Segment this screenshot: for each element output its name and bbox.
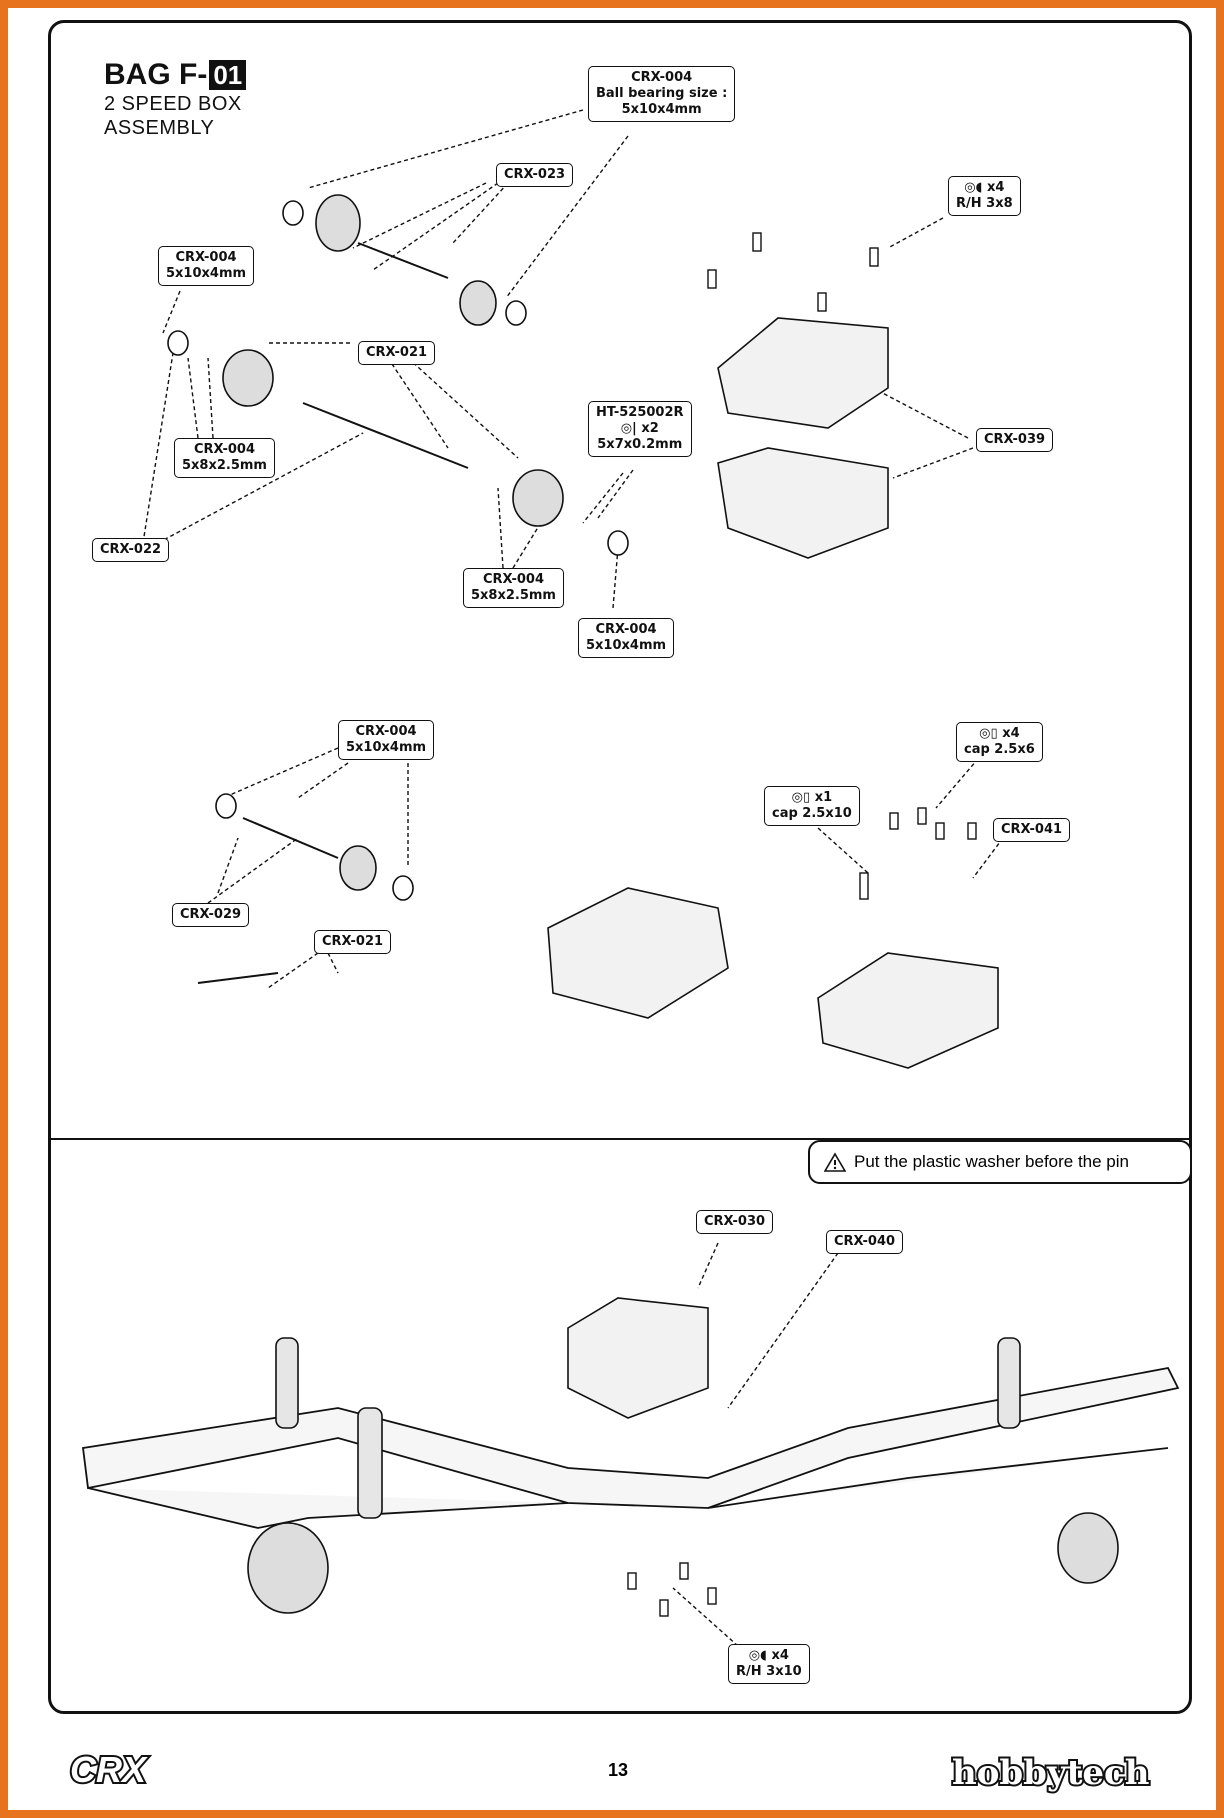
chassis (81, 1366, 1180, 1529)
page-frame (48, 20, 1192, 1714)
axles (247, 1512, 1119, 1614)
hobbytech-logo-text: hobbytech (952, 1753, 1149, 1793)
screw-head-icon: ◎◖ (964, 180, 983, 195)
leader-lines (142, 109, 1004, 1647)
label-crx041: CRX-041 (993, 818, 1071, 842)
hobbytech-logo: hobbytech (948, 1746, 1178, 1800)
label-cap-2.5x6: ◎▯ x4 cap 2.5x6 (956, 722, 1043, 762)
label-crx039: CRX-039 (976, 428, 1054, 452)
screw-head-icon: ◎◖ (748, 1648, 767, 1663)
subtitle-line-2: ASSEMBLY (104, 117, 215, 139)
cap-screw-icon: ◎▯ (979, 726, 998, 741)
label-rh-3x8: ◎◖ x4 R/H 3x8 (948, 176, 1021, 216)
label-crx030: CRX-030 (696, 1210, 774, 1234)
gears (222, 194, 564, 891)
label-crx022: CRX-022 (92, 538, 170, 562)
manual-page: BAG F- 01 2 SPEED BOX ASSEMBLY (8, 8, 1216, 1810)
washer-icon: ◎| (620, 421, 637, 436)
exploded-diagram (81, 109, 1180, 1647)
label-crx021-top: CRX-021 (358, 341, 436, 365)
warning-text: Put the plastic washer before the pin (854, 1152, 1129, 1171)
bag-prefix: BAG F- (104, 58, 208, 91)
label-rh-3x10: ◎◖ x4 R/H 3x10 (728, 1644, 810, 1684)
label-crx029: CRX-029 (172, 903, 250, 927)
gearbox-housings (547, 317, 999, 1419)
bearings-top (167, 200, 629, 901)
warning-note: Put the plastic washer before the pin (808, 1140, 1192, 1184)
section-divider (48, 1138, 1192, 1140)
shocks (275, 1337, 1021, 1519)
warning-icon (824, 1152, 846, 1172)
shafts (197, 242, 469, 984)
crx-logo-text: CRX (70, 1750, 148, 1790)
page-number: 13 (608, 1760, 629, 1780)
bag-title: BAG F- 01 (104, 58, 247, 92)
label-crx023: CRX-023 (496, 163, 574, 187)
cap-screw-icon: ◎▯ (791, 790, 811, 805)
label-ht525002r: HT-525002R ◎| x2 5x7x0.2mm (588, 401, 692, 457)
label-cap-2.5x10: ◎▯ x1 cap 2.5x10 (764, 786, 860, 826)
label-crx021-mid: CRX-021 (314, 930, 392, 954)
screws (627, 232, 977, 1617)
subtitle-line-1: 2 SPEED BOX (104, 93, 242, 115)
bag-number: 01 (209, 60, 247, 90)
label-crx040: CRX-040 (826, 1230, 904, 1254)
crx-logo: CRX (66, 1747, 236, 1794)
title-block: BAG F- 01 2 SPEED BOX ASSEMBLY (104, 58, 247, 140)
